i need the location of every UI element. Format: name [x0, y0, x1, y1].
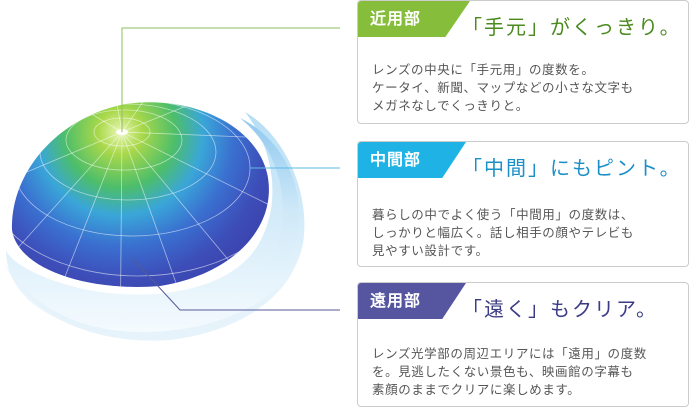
near-zone-card: 近用部 「手元」がくっきり。 レンズの中央に「手元用」の度数を。 ケータイ、新聞… — [357, 0, 689, 124]
far-zone-tag: 遠用部 — [358, 283, 466, 319]
mid-zone-description: 暮らしの中でよく使う「中間用」の度数は、 しっかりと幅広く。話し相手の顔やテレビ… — [372, 207, 635, 258]
far-zone-card: 遠用部 「遠く」もクリア。 レンズ光学部の周辺エリアには「遠用」の度数 を。見逃… — [357, 282, 689, 407]
near-zone-headline: 「手元」がくっきり。 — [462, 15, 682, 39]
mid-zone-headline: 「中間」にもピント。 — [462, 156, 682, 180]
far-zone-description: レンズ光学部の周辺エリアには「遠用」の度数 を。見逃したくない景色も、映画館の字… — [372, 346, 647, 397]
contact-lens-illustration — [4, 27, 340, 341]
far-connector-line — [131, 257, 340, 311]
near-zone-description: レンズの中央に「手元用」の度数を。 ケータイ、新聞、マップなどの小さな文字も メ… — [372, 62, 634, 113]
mid-zone-card: 中間部 「中間」にもピント。 暮らしの中でよく使う「中間用」の度数は、 しっかり… — [357, 141, 689, 267]
far-zone-headline: 「遠く」もクリア。 — [462, 297, 658, 321]
near-connector-line — [121, 27, 340, 132]
near-zone-tag: 近用部 — [358, 1, 470, 37]
mid-zone-tag: 中間部 — [358, 142, 466, 178]
